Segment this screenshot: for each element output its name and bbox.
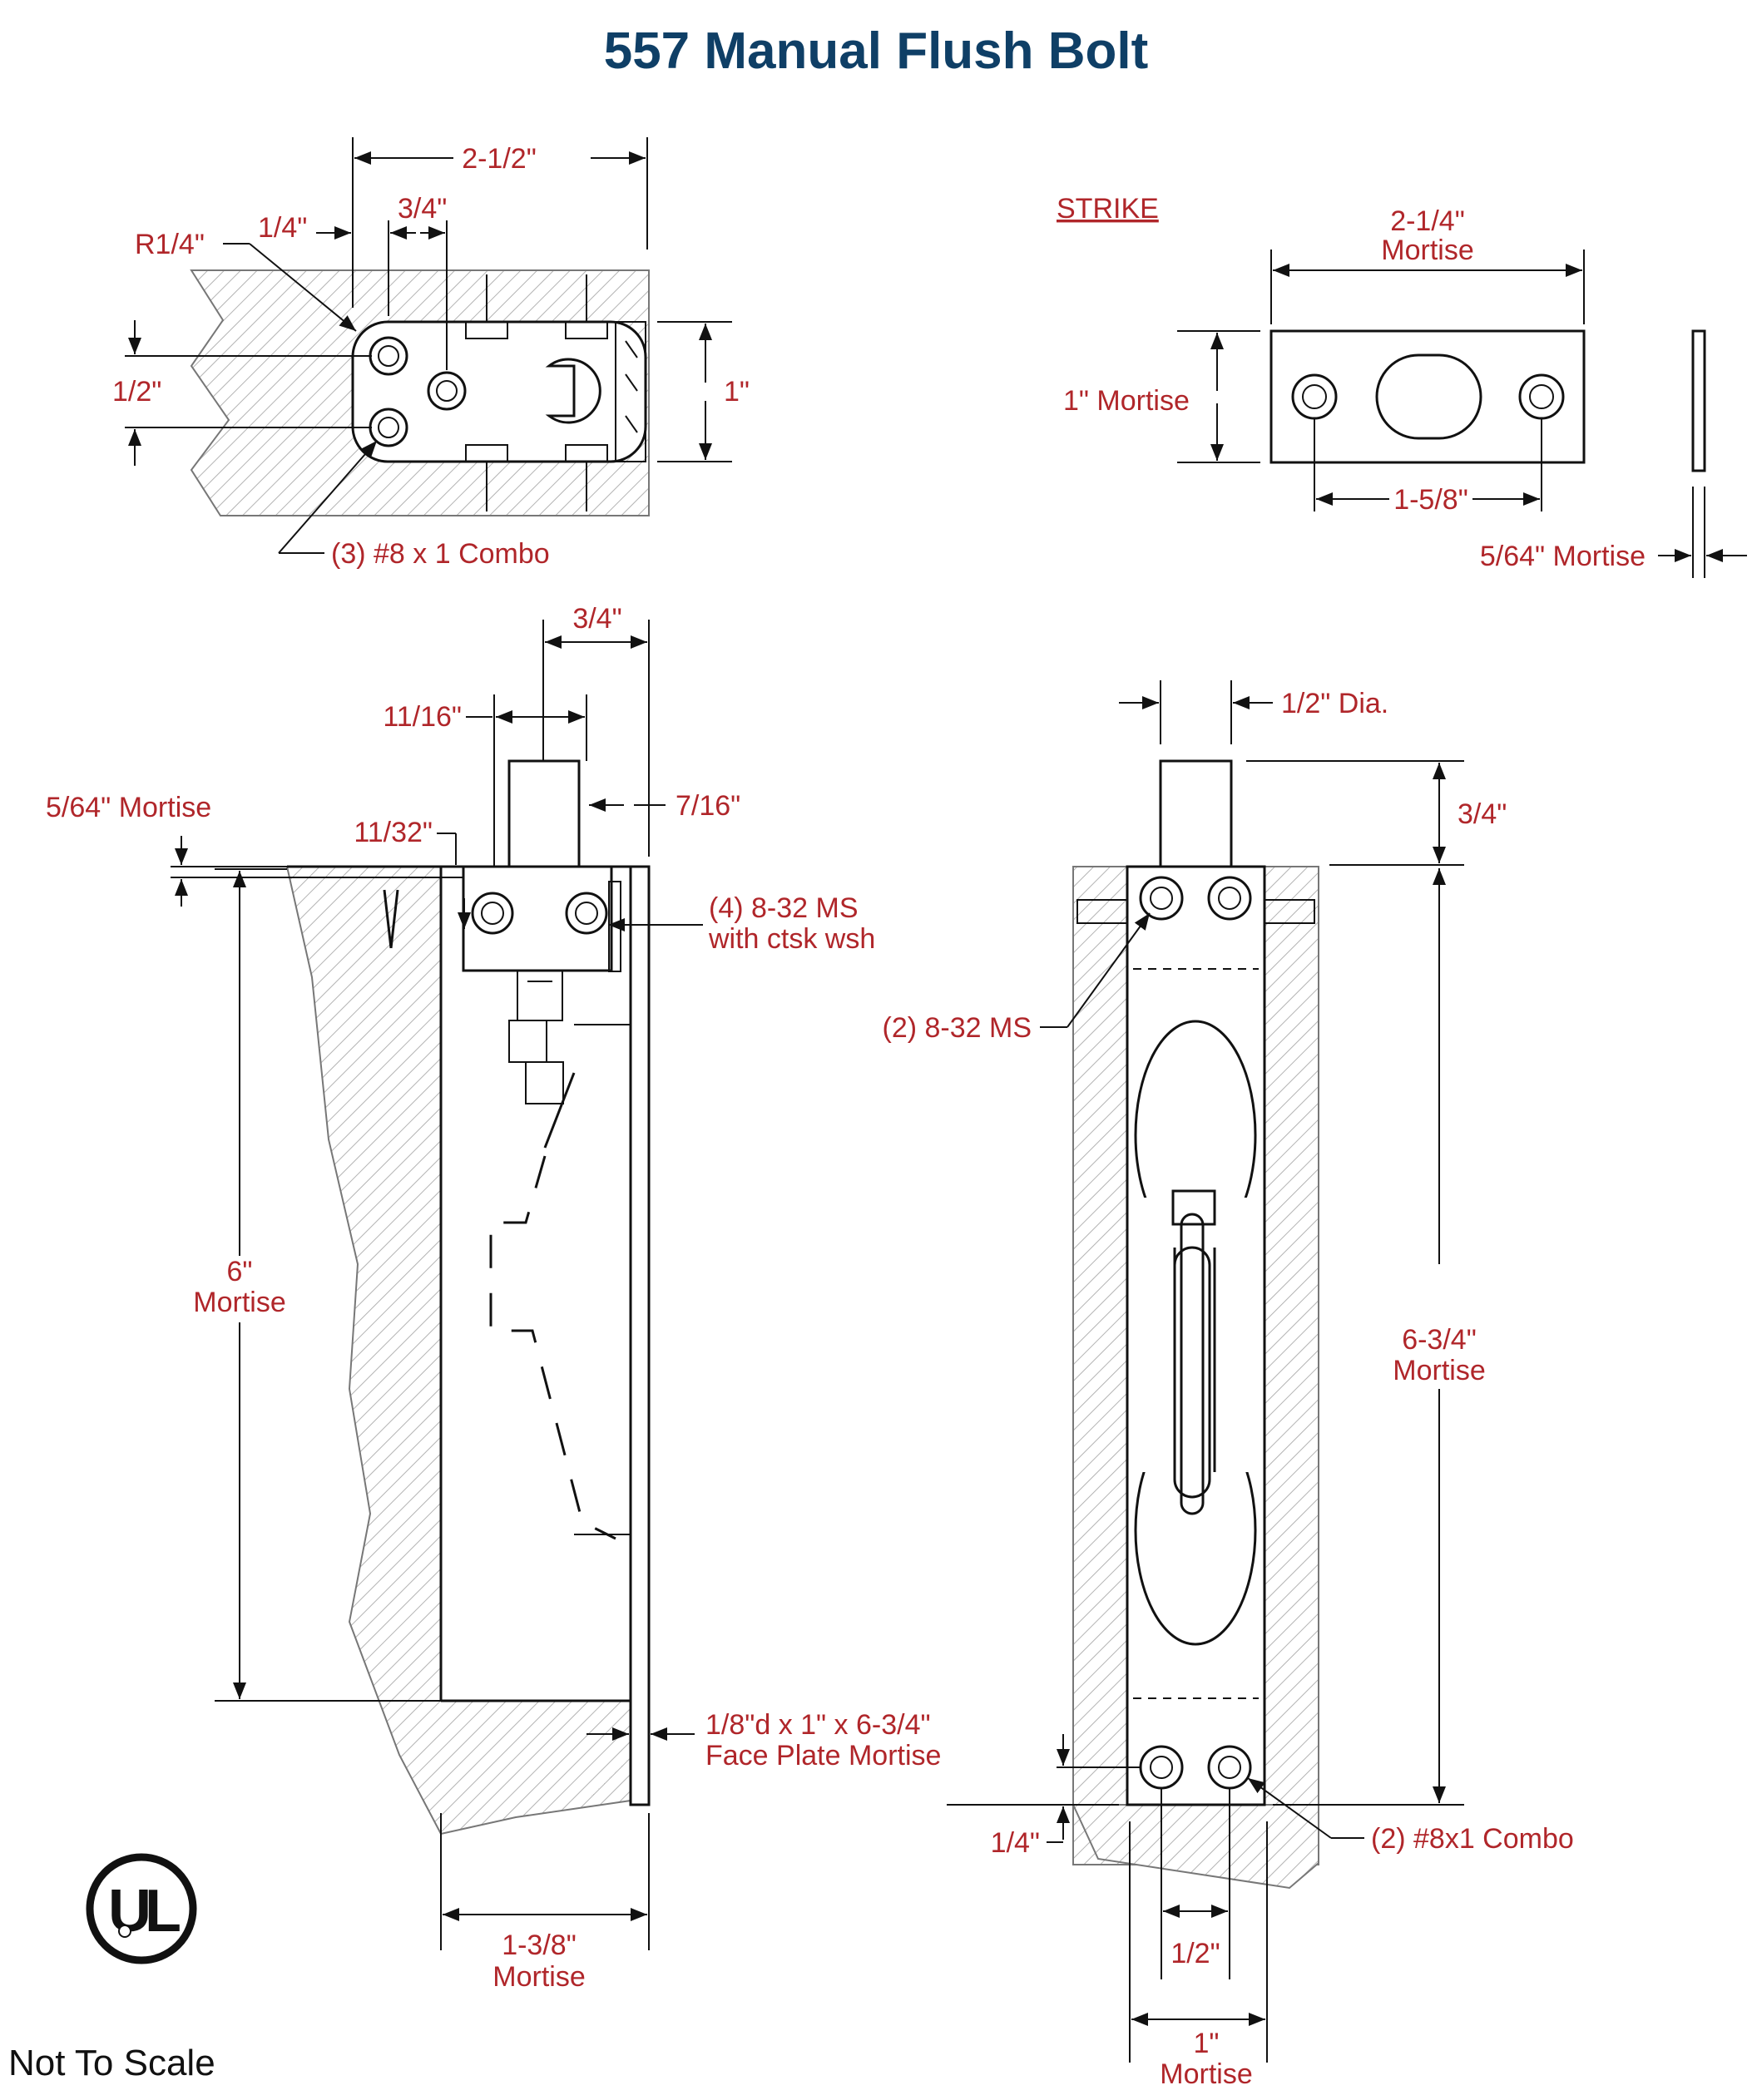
top-view-hole-pitch: 1/2" <box>112 376 161 408</box>
top-view-radius: R1/4" <box>135 229 205 260</box>
front-view-lever <box>1171 1189 1216 1226</box>
side-view-face-plate-line2: Face Plate Mortise <box>705 1740 941 1771</box>
side-view-face-plate-line1: 1/8"d x 1" x 6-3/4" <box>705 1709 931 1741</box>
top-view-bolt-hole <box>545 358 601 424</box>
top-view-overall-width: 2-1/2" <box>462 143 537 175</box>
strike-hole-spacing: 1-5/8" <box>1393 484 1468 516</box>
ul-listed-logo: UL <box>86 1853 197 1964</box>
side-view-width-line1: 1-3/8" <box>502 1930 577 1961</box>
strike-bolt-opening <box>1375 353 1482 440</box>
front-view-bolt-rod <box>1159 759 1233 868</box>
front-view-edge-offset: 1/4" <box>991 1827 1040 1859</box>
strike-plate <box>1269 329 1586 464</box>
page-title: 557 Manual Flush Bolt <box>604 22 1149 80</box>
front-view-length-line1: 6-3/4" <box>1402 1324 1477 1356</box>
front-view-screw-pitch: 1/2" <box>1170 1938 1220 1969</box>
side-view-face-plate <box>629 865 651 1806</box>
strike-height: 1" Mortise <box>1063 385 1190 417</box>
strike-thickness: 5/64" Mortise <box>1480 541 1646 572</box>
side-view-depth-line1: 6" <box>227 1256 253 1287</box>
side-view-depth-line2: Mortise <box>193 1287 285 1318</box>
front-view-width-line2: Mortise <box>1160 2058 1252 2090</box>
side-view: 3/4" 11/16" 7/16" 5/64" Mortise 11/32" (… <box>46 603 941 1993</box>
side-view-11-16: 11/16" <box>383 701 462 733</box>
strike-width: 2-1/4" <box>1390 205 1465 237</box>
strike-heading: STRIKE <box>1057 193 1159 225</box>
side-view-lever-path <box>489 1155 616 1540</box>
side-view-three-quarter: 3/4" <box>572 603 621 635</box>
not-to-scale-note: Not To Scale <box>8 2043 215 2083</box>
front-view: 1/2" Dia. 3/4" 6-3/4" Mortise (2) 8-32 M… <box>883 680 1574 2090</box>
front-view-width-line1: 1" <box>1194 2028 1220 2059</box>
front-view-bolt-diameter: 1/2" Dia. <box>1281 688 1388 719</box>
side-view-7-16: 7/16" <box>676 790 740 822</box>
front-view-bottom-screws: (2) #8x1 Combo <box>1371 1823 1574 1855</box>
side-view-head-block <box>462 865 613 972</box>
side-view-5-64-mortise: 5/64" Mortise <box>46 792 211 823</box>
strike-view: STRIKE 2-1/4" Mortise 1" Mortise 1-5/8" … <box>1057 193 1747 578</box>
top-view: 2-1/2" R1/4" 1/4" 3/4" 1/2" 1" (3) #8 x … <box>112 137 750 570</box>
side-view-screws-line2: with ctsk wsh <box>708 923 875 955</box>
top-view-radius-dimension: 1/4" <box>258 212 307 244</box>
strike-width-sub: Mortise <box>1381 235 1473 266</box>
top-view-height: 1" <box>724 376 750 408</box>
side-view-width-line2: Mortise <box>492 1961 585 1993</box>
top-view-screw-callout: (3) #8 x 1 Combo <box>331 538 550 570</box>
front-view-top-screws: (2) 8-32 MS <box>883 1012 1032 1044</box>
front-view-length-line2: Mortise <box>1393 1355 1485 1386</box>
strike-edge-view <box>1691 329 1706 472</box>
side-view-bolt-rod <box>507 759 581 868</box>
front-view-throw: 3/4" <box>1458 798 1507 830</box>
top-view-hole-spacing: 3/4" <box>398 193 447 225</box>
ul-logo-text: UL <box>108 1878 180 1944</box>
side-view-screws-line1: (4) 8-32 MS <box>709 892 859 924</box>
side-view-11-32: 11/32" <box>354 817 433 848</box>
top-view-bolt-body <box>351 320 647 463</box>
